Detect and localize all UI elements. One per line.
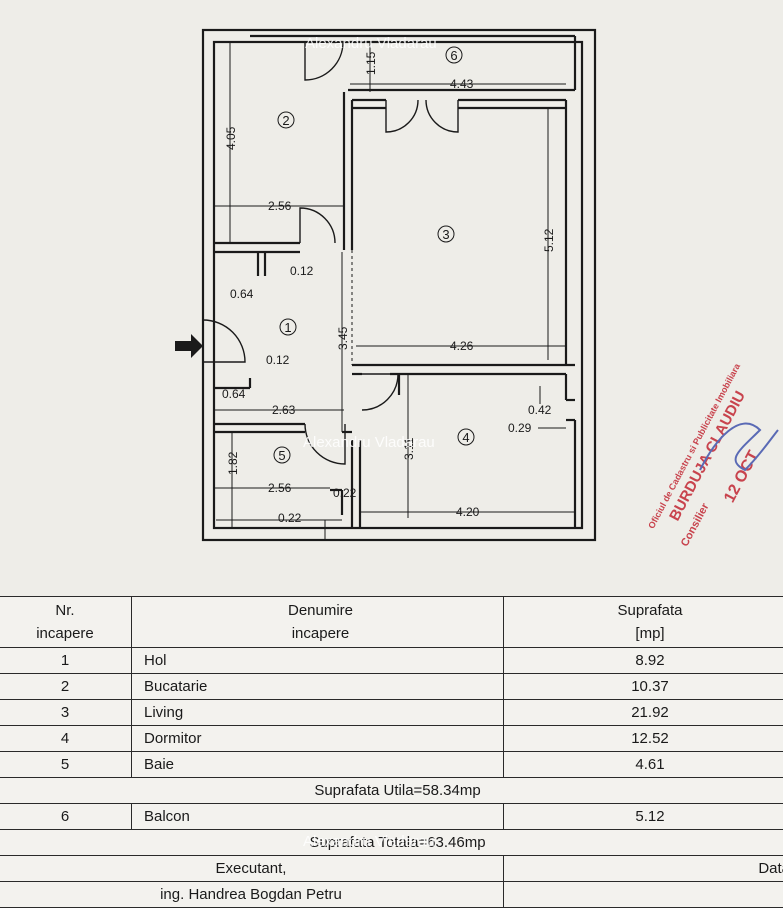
floor-plan: 6 2 3 1 4 5 1.15 4.43 4.05 2.56 5.12 0.1… (0, 0, 783, 590)
svg-text:Oficiul de Cadastru si Publici: Oficiul de Cadastru si Publicitate Imobi… (646, 361, 742, 530)
room-number-4: 4 (462, 430, 469, 445)
dim-0-22-upper: 0.22 (333, 486, 357, 500)
dim-2-56-kitchen: 2.56 (268, 199, 292, 213)
total-area-row: Suprafata Totala=63.46mp (0, 830, 783, 856)
dim-3-45: 3.45 (336, 326, 350, 350)
dim-0-64-upper: 0.64 (230, 287, 254, 301)
entry-arrow-icon (175, 334, 203, 358)
dim-2-56-bath: 2.56 (268, 481, 292, 495)
table-row: 5 Baie 4.61 (0, 752, 783, 778)
dim-4-20: 4.20 (456, 505, 480, 519)
dim-1-82: 1.82 (226, 451, 240, 475)
official-stamp: Oficiul de Cadastru si Publicitate Imobi… (646, 361, 783, 559)
table-row: 1 Hol 8.92 (0, 648, 783, 674)
dim-0-12-lower: 0.12 (266, 353, 290, 367)
useful-area-row: Suprafata Utila=58.34mp (0, 778, 783, 804)
room-number-2: 2 (282, 113, 289, 128)
watermark-middle: Alexandru Vladarau (303, 434, 435, 451)
table-row: 4 Dormitor 12.52 (0, 726, 783, 752)
balcony-row: 6 Balcon 5.12 (0, 804, 783, 830)
dim-4-05: 4.05 (224, 126, 238, 150)
room-number-1: 1 (284, 320, 291, 335)
executant-row: Executant, Data (0, 856, 783, 882)
dim-0-42: 0.42 (528, 403, 552, 417)
dim-4-26: 4.26 (450, 339, 474, 353)
executant-name-row: ing. Handrea Bogdan Petru (0, 882, 783, 908)
room-labels: 6 2 3 1 4 5 (274, 47, 474, 463)
room-number-5: 5 (278, 448, 285, 463)
watermark-top: Alexandru Vladarau (305, 35, 437, 52)
interior-walls (214, 92, 575, 528)
dimension-lines (214, 42, 575, 540)
dim-5-12: 5.12 (542, 228, 556, 252)
dim-0-29: 0.29 (508, 421, 532, 435)
header-nr: Nr.incapere (0, 597, 132, 648)
dim-0-12-upper: 0.12 (290, 264, 314, 278)
dimension-labels: 1.15 4.43 4.05 2.56 5.12 0.12 0.64 3.45 … (222, 51, 556, 525)
room-number-3: 3 (442, 227, 449, 242)
dim-2-63: 2.63 (272, 403, 296, 417)
table-row: 3 Living 21.92 (0, 700, 783, 726)
room-number-6: 6 (450, 48, 457, 63)
dim-0-22-lower: 0.22 (278, 511, 302, 525)
dim-4-43: 4.43 (450, 77, 474, 91)
outer-walls (203, 30, 595, 540)
table-row: 2 Bucatarie 10.37 (0, 674, 783, 700)
header-area: Suprafata[mp] (504, 597, 783, 648)
dim-1-15: 1.15 (364, 51, 378, 75)
dim-0-64-lower: 0.64 (222, 387, 246, 401)
